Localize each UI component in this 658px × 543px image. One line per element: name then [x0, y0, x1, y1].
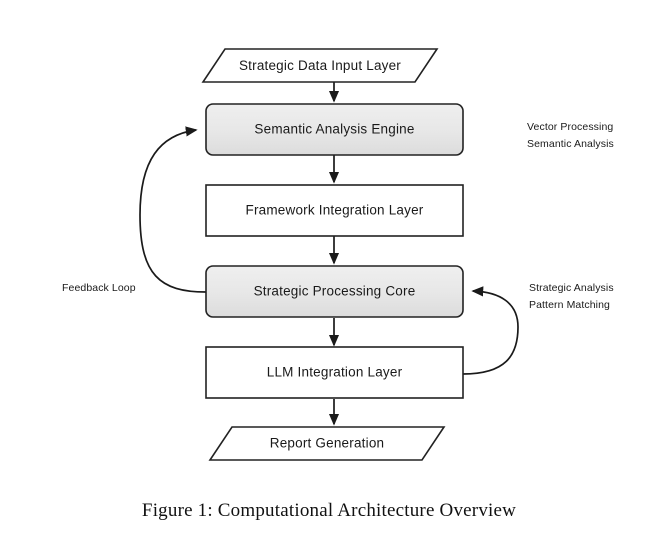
node-label-framework: Framework Integration Layer — [246, 203, 424, 218]
annotation-semantic-analysis: Semantic Analysis — [527, 138, 614, 150]
node-semantic-analysis-engine[interactable]: Semantic Analysis Engine — [205, 103, 464, 156]
node-label-report: Report Generation — [270, 436, 384, 451]
figure-caption: Figure 1: Computational Architecture Ove… — [141, 500, 517, 521]
node-label-semantic: Semantic Analysis Engine — [254, 122, 414, 137]
annotation-vector-processing: Vector Processing — [527, 121, 613, 133]
node-strategic-data-input-layer[interactable]: Strategic Data Input Layer — [201, 48, 439, 83]
semantic-box-shape — [205, 103, 464, 156]
report-parallelogram-shape — [208, 426, 446, 461]
node-framework-integration-layer[interactable]: Framework Integration Layer — [205, 184, 464, 237]
input-parallelogram-shape — [201, 48, 439, 83]
edge-feedback-loop — [139, 126, 207, 293]
annotation-feedback-loop: Feedback Loop — [62, 282, 136, 294]
llm-box-shape — [205, 346, 464, 399]
annotation-pattern-matching: Pattern Matching — [529, 299, 610, 311]
framework-box-shape — [205, 184, 464, 237]
node-label-llm: LLM Integration Layer — [267, 365, 403, 380]
node-report-generation[interactable]: Report Generation — [208, 426, 446, 461]
core-box-shape — [205, 265, 464, 318]
annotation-strategic-analysis: Strategic Analysis — [529, 282, 614, 294]
node-llm-integration-layer[interactable]: LLM Integration Layer — [205, 346, 464, 399]
edge-llm-to-core-loop — [462, 286, 519, 375]
node-label-core: Strategic Processing Core — [254, 284, 416, 299]
node-strategic-processing-core[interactable]: Strategic Processing Core — [205, 265, 464, 318]
node-label-input: Strategic Data Input Layer — [239, 58, 401, 73]
